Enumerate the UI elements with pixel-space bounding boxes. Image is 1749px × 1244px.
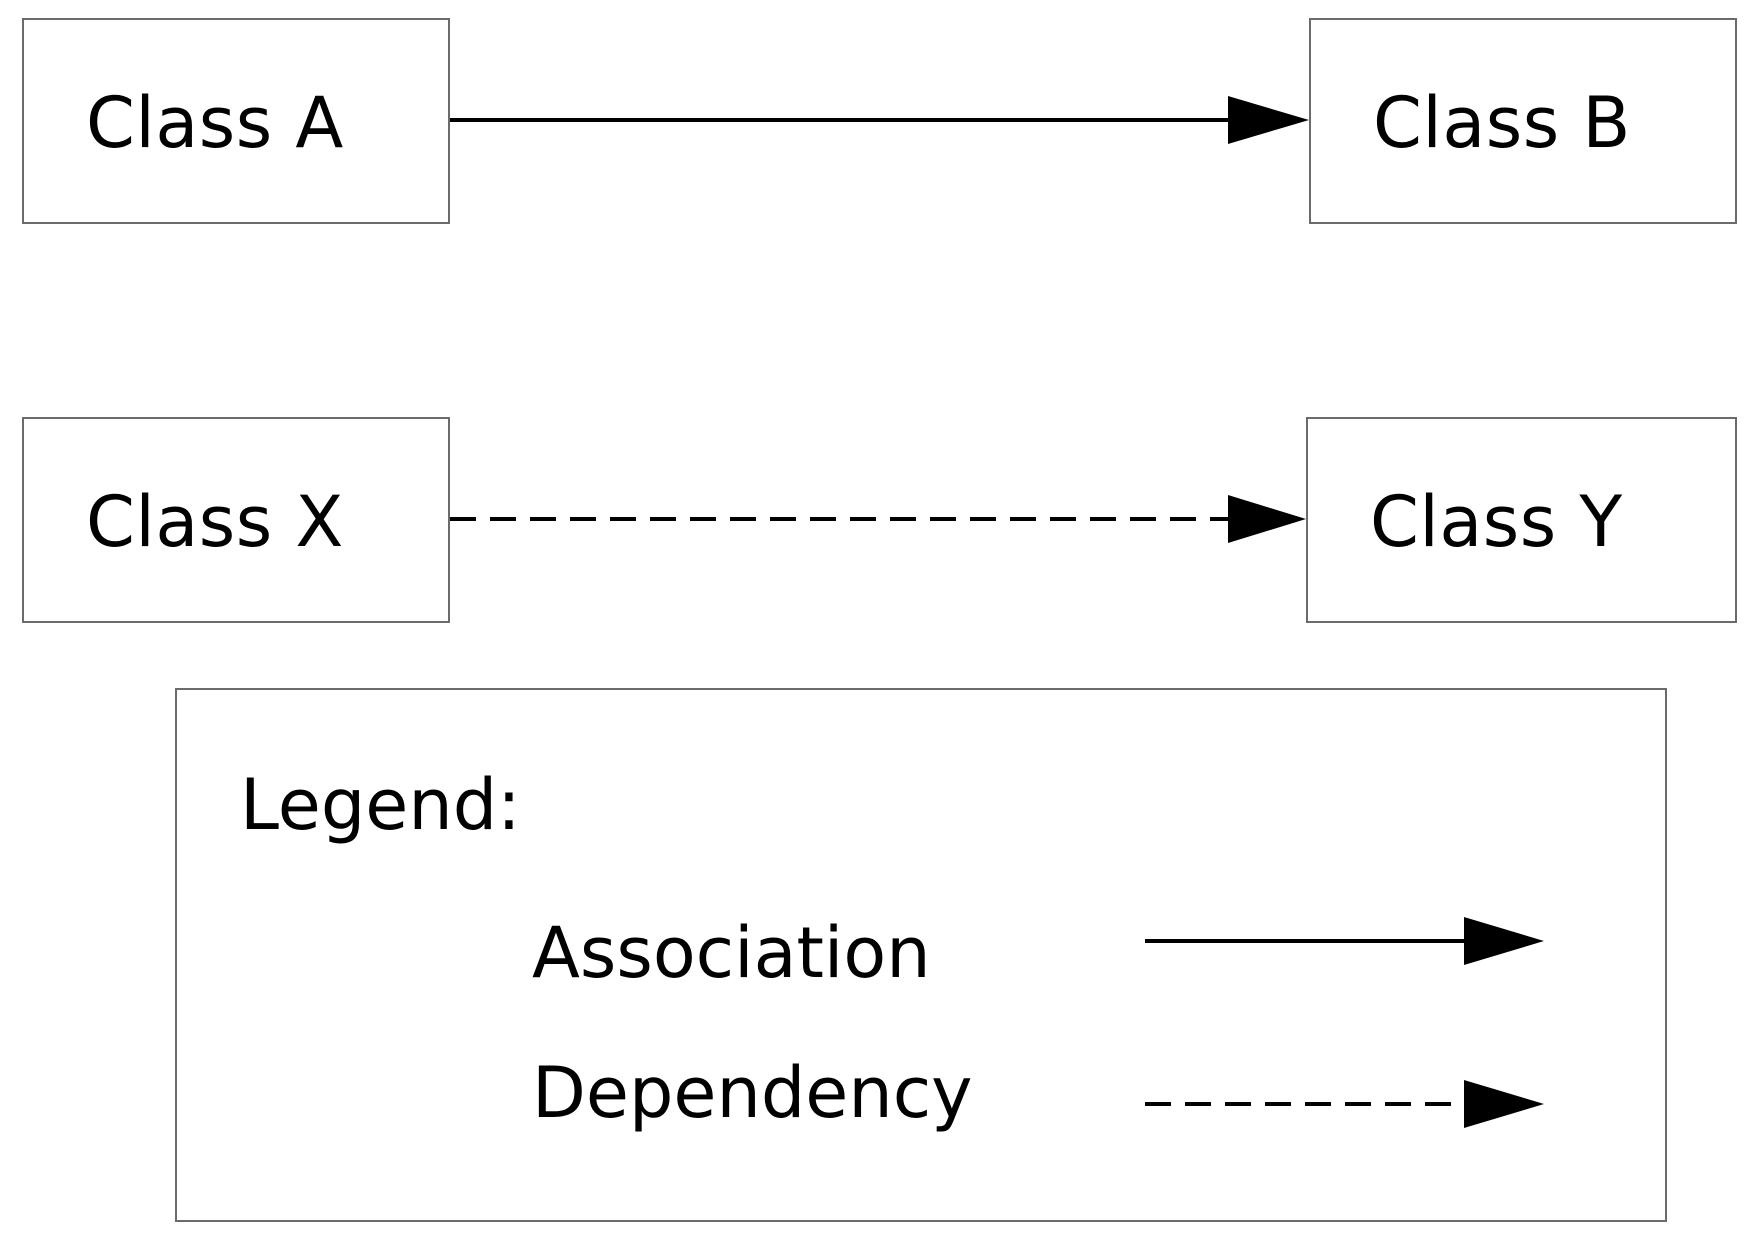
legend-box: Legend: Association Dependency — [175, 688, 1667, 1222]
association-arrowhead — [1228, 96, 1309, 144]
legend-title: Legend: — [240, 764, 521, 846]
class-x-label: Class X — [86, 481, 344, 563]
class-y-box[interactable]: Class Y — [1306, 417, 1737, 623]
association-connector[interactable] — [450, 96, 1309, 144]
class-b-label: Class B — [1373, 82, 1631, 164]
legend-dependency-label: Dependency — [532, 1052, 973, 1134]
class-a-label: Class A — [86, 82, 344, 164]
class-x-box[interactable]: Class X — [22, 417, 450, 623]
class-b-box[interactable]: Class B — [1309, 18, 1737, 224]
class-y-label: Class Y — [1370, 481, 1623, 563]
class-a-box[interactable]: Class A — [22, 18, 450, 224]
dependency-connector[interactable] — [450, 495, 1306, 543]
dependency-arrowhead — [1228, 495, 1306, 543]
legend-association-label: Association — [532, 912, 931, 994]
